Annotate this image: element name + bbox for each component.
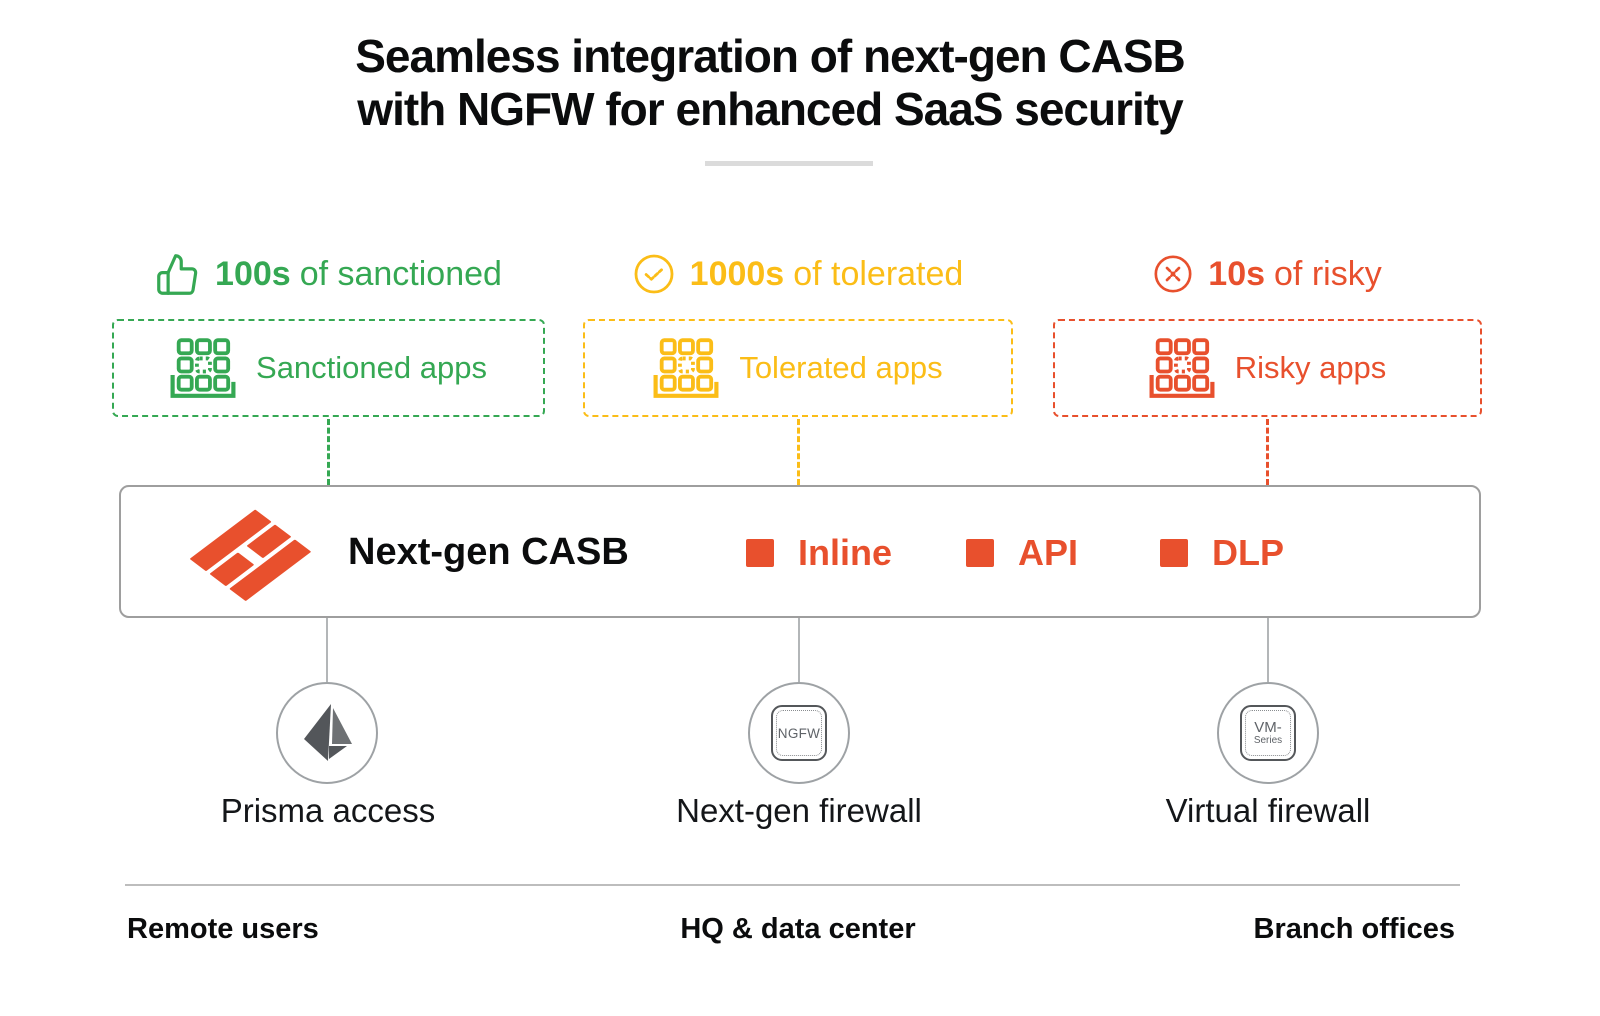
- header-count: 10s: [1208, 254, 1266, 293]
- header-phrase: of sanctioned: [299, 254, 502, 293]
- box-sanctioned-apps: Sanctioned apps: [112, 319, 545, 417]
- vm-badge-label-bottom: Series: [1253, 735, 1283, 746]
- box-tolerated-apps: Tolerated apps: [583, 319, 1013, 417]
- header-phrase: of tolerated: [793, 254, 964, 293]
- square-bullet-icon: [966, 539, 994, 567]
- prisma-access-icon: [304, 704, 352, 761]
- header-count: 1000s: [689, 254, 785, 293]
- connector-prisma-line: [326, 618, 328, 682]
- feature-label: Inline: [798, 532, 893, 573]
- connector-vm-line: [1267, 618, 1269, 682]
- feature-dlp: DLP: [1160, 532, 1284, 573]
- palo-alto-logo: [190, 509, 311, 601]
- caption-prisma-access: Prisma access: [220, 792, 436, 829]
- square-bullet-icon: [746, 539, 774, 567]
- box-label: Risky apps: [1234, 350, 1387, 385]
- caption-virtual-firewall: Virtual firewall: [1165, 792, 1371, 829]
- casb-bar: [119, 485, 1481, 618]
- apps-grid-icon: [1149, 338, 1215, 398]
- connector-sanctioned-dashed: [327, 419, 330, 485]
- apps-grid-icon: [170, 338, 236, 398]
- check-circle-icon: [634, 254, 674, 294]
- vm-series-node: VM- Series: [1217, 682, 1319, 784]
- footer-hq-data-center: HQ & data center: [680, 913, 916, 945]
- vm-series-badge-inner: VM- Series: [1245, 710, 1291, 756]
- feature-inline: Inline: [746, 532, 892, 573]
- caption-next-gen-firewall: Next-gen firewall: [676, 792, 922, 829]
- vm-badge-label-top: VM-: [1254, 719, 1282, 736]
- header-phrase: of risky: [1274, 254, 1382, 293]
- header-count: 100s: [215, 254, 291, 293]
- box-risky-apps: Risky apps: [1053, 319, 1482, 417]
- prisma-access-node: [276, 682, 378, 784]
- connector-tolerated-dashed: [797, 419, 800, 485]
- connector-risky-dashed: [1266, 419, 1269, 485]
- vm-series-badge: VM- Series: [1240, 705, 1296, 761]
- feature-label: DLP: [1212, 532, 1284, 573]
- square-bullet-icon: [1160, 539, 1188, 567]
- page-title-line1: Seamless integration of next-gen CASB: [355, 30, 1186, 82]
- ngfw-badge-inner: NGFW: [776, 710, 822, 756]
- ngfw-node: NGFW: [748, 682, 850, 784]
- title-divider: [705, 161, 873, 166]
- casb-name: Next-gen CASB: [348, 531, 629, 573]
- ngfw-badge: NGFW: [771, 705, 827, 761]
- apps-grid-icon: [653, 338, 719, 398]
- page-title: Seamless integration of next-gen CASB wi…: [0, 30, 1540, 137]
- ngfw-badge-label: NGFW: [777, 725, 821, 741]
- footer-branch-offices: Branch offices: [1253, 913, 1455, 945]
- connector-ngfw-line: [798, 618, 800, 682]
- feature-api: API: [966, 532, 1078, 573]
- footer-remote-users: Remote users: [127, 913, 319, 945]
- box-label: Sanctioned apps: [256, 350, 487, 385]
- x-circle-icon: [1154, 255, 1192, 293]
- footer-divider: [125, 884, 1460, 886]
- thumbs-up-icon: [157, 253, 198, 295]
- box-label: Tolerated apps: [739, 350, 943, 385]
- page-title-line2: with NGFW for enhanced SaaS security: [357, 83, 1183, 136]
- feature-label: API: [1018, 532, 1079, 573]
